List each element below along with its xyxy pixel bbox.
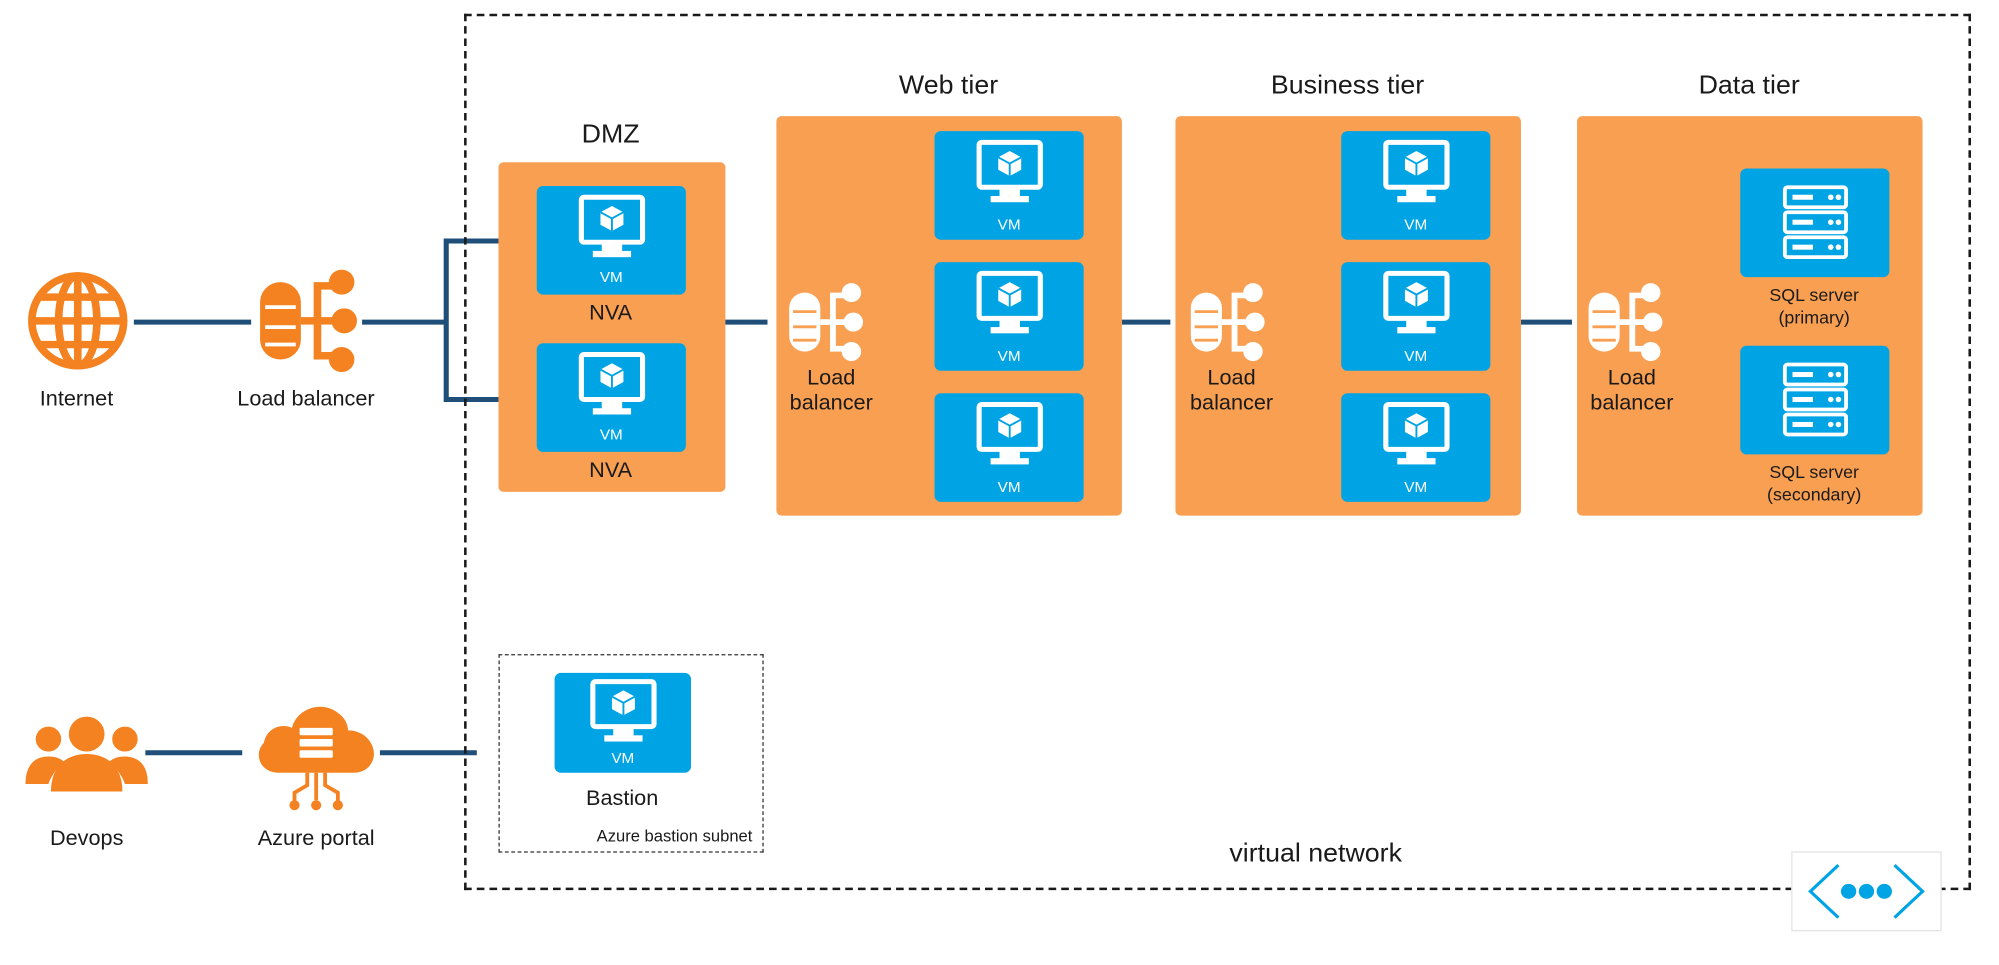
bastion-subnet-label: Azure bastion subnet — [596, 826, 753, 846]
web-load-balancer-label: Load balancer — [789, 365, 873, 414]
web-vm-3: VM — [934, 393, 1084, 502]
vm-tag: VM — [997, 215, 1021, 234]
bastion-vm: VM — [554, 672, 691, 773]
sql-server-icon — [1782, 362, 1848, 437]
sql-server-icon — [1782, 185, 1848, 260]
virtual-network-icon-box — [1791, 851, 1942, 932]
bastion-label: Bastion — [585, 786, 659, 811]
data-load-balancer-label: Load balancer — [1590, 365, 1674, 414]
load-balancer-label: Load balancer — [237, 387, 375, 411]
sql-secondary-label: SQL server (secondary) — [1767, 461, 1862, 505]
vm-tag: VM — [997, 478, 1021, 496]
vm-monitor-icon — [590, 679, 657, 742]
business-vm-3: VM — [1341, 393, 1491, 502]
load-balancer-icon — [789, 283, 864, 362]
data-tier-title: Data tier — [1698, 71, 1800, 100]
web-tier-title: Web tier — [898, 71, 999, 100]
load-balancer-icon — [260, 269, 357, 373]
vm-tag: VM — [599, 268, 623, 286]
vm-tag: VM — [599, 425, 623, 444]
internet-label: Internet — [39, 387, 114, 411]
business-vm-1: VM — [1341, 131, 1491, 240]
vm-tag: VM — [611, 749, 635, 767]
business-load-balancer-label: Load balancer — [1189, 365, 1274, 414]
nva-label-top: NVA — [589, 300, 633, 325]
sql-server-primary — [1740, 168, 1890, 278]
web-vm-2: VM — [934, 262, 1084, 371]
nva-vm-top: VM — [536, 186, 686, 295]
vm-monitor-icon — [976, 401, 1043, 465]
business-vm-2: VM — [1341, 262, 1491, 371]
vm-monitor-icon — [976, 139, 1043, 203]
vm-monitor-icon — [1383, 139, 1450, 203]
nva-vm-bottom: VM — [536, 343, 686, 452]
virtual-network-boundary — [464, 13, 1971, 891]
virtual-network-icon — [1808, 864, 1925, 919]
sql-primary-label: SQL server (primary) — [1769, 284, 1859, 328]
vm-tag: VM — [1404, 478, 1428, 496]
virtual-network-label: virtual network — [1229, 838, 1402, 868]
vm-monitor-icon — [1383, 270, 1450, 334]
cloud-server-icon — [258, 706, 374, 811]
globe-icon — [28, 272, 128, 370]
vm-monitor-icon — [578, 352, 646, 415]
vm-tag: VM — [1404, 347, 1428, 365]
vm-monitor-icon — [1383, 401, 1450, 465]
bastion-subnet — [498, 654, 764, 853]
vm-monitor-icon — [578, 194, 646, 258]
devops-label: Devops — [49, 826, 124, 851]
nva-label-bottom: NVA — [589, 458, 633, 482]
vm-monitor-icon — [976, 270, 1043, 334]
web-vm-1: VM — [934, 131, 1084, 240]
vm-tag: VM — [997, 347, 1021, 365]
azure-portal-label: Azure portal — [257, 826, 375, 851]
users-icon — [25, 716, 148, 792]
load-balancer-icon — [1588, 283, 1663, 362]
load-balancer-icon — [1190, 283, 1265, 362]
sql-server-secondary — [1740, 345, 1890, 455]
business-tier-title: Business tier — [1270, 71, 1425, 100]
vm-tag: VM — [1404, 215, 1428, 234]
dmz-title: DMZ — [581, 119, 640, 149]
